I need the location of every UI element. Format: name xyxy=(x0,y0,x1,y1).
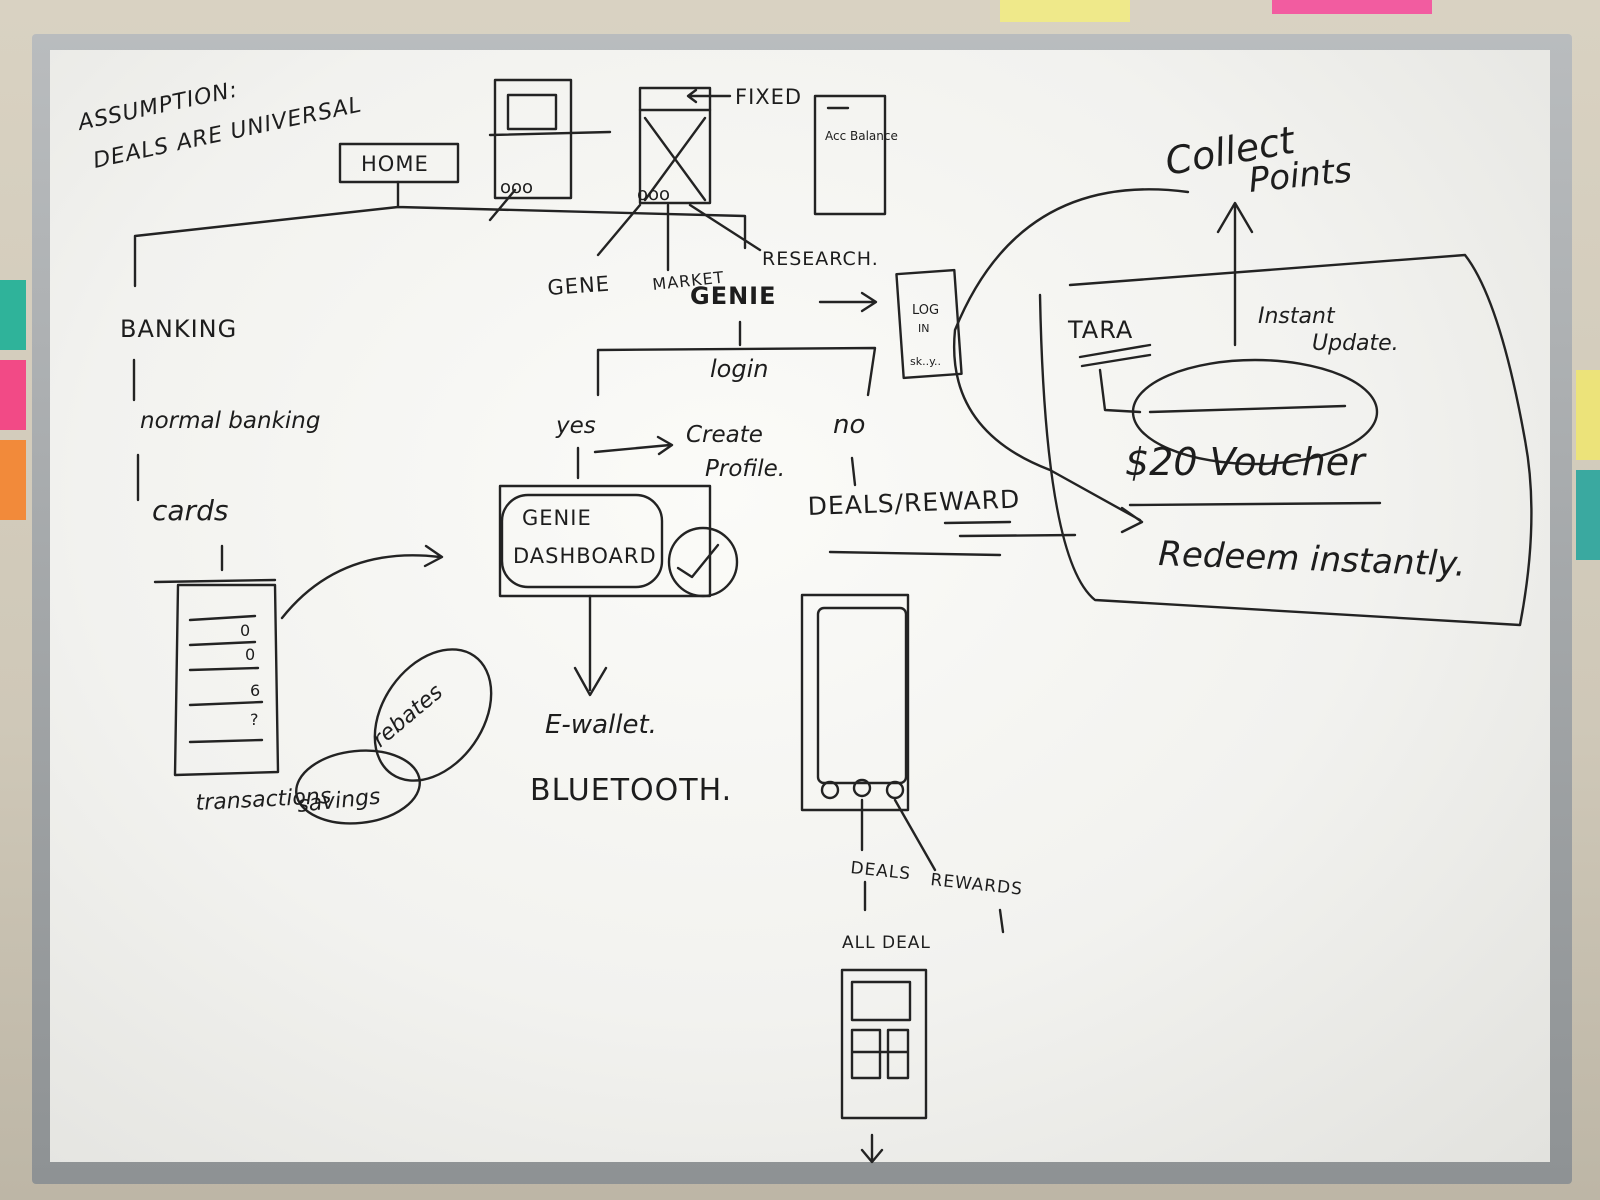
menu-pointer-lines xyxy=(488,188,762,272)
cards-label: cards xyxy=(152,494,228,527)
deals-phone-sketch xyxy=(800,593,910,812)
acc-balance-label: Acc Balance xyxy=(825,129,898,143)
phone-sketch-2-cross xyxy=(638,108,712,202)
phone-sketch-1-screen xyxy=(506,93,558,131)
deals-phone-branches xyxy=(860,798,937,872)
login-phone-text-1: LOG xyxy=(912,303,939,318)
instant-label: Instant xyxy=(1258,304,1336,329)
rewards-label: REWARDS xyxy=(929,870,1023,900)
cards-phone-sketch xyxy=(153,578,280,777)
deals-phone-screen xyxy=(816,606,908,785)
home-tree-lines xyxy=(133,180,747,288)
dashboard-frame xyxy=(498,484,712,598)
cards-list-lines xyxy=(188,614,264,744)
update-label: Update. xyxy=(1312,331,1399,356)
genie-dashboard-label-2: DASHBOARD xyxy=(513,544,657,568)
sticky-note-right-yellow xyxy=(1576,370,1600,460)
cards-to-dashboard-arrow xyxy=(280,544,444,620)
genie-arrow xyxy=(818,291,878,313)
deals-reward-label: DEALS/REWARD xyxy=(807,485,1021,521)
genie-dashboard-label-1: GENIE xyxy=(522,506,592,530)
dashboard-down-arrow xyxy=(573,594,608,697)
card-number-2: 0 xyxy=(245,645,255,664)
check-icon xyxy=(676,543,720,579)
all-deal-label: ALL DEAL xyxy=(842,933,931,953)
redeem-label: Redeem instantly. xyxy=(1158,534,1467,585)
all-deal-down-arrow xyxy=(860,1133,884,1164)
sticky-note-left-pink xyxy=(0,360,26,430)
all-deal-phone-sketch xyxy=(840,968,928,1120)
yes-arrow xyxy=(593,435,674,456)
research-label: RESEARCH. xyxy=(762,248,879,270)
sticky-note-top-pink xyxy=(1272,0,1432,14)
sticky-note-top-yellow xyxy=(1000,0,1130,22)
login-phone-text-3: sk..y.. xyxy=(910,355,941,368)
fixed-label: FIXED xyxy=(735,85,802,109)
card-number-4: ? xyxy=(250,710,259,729)
normal-banking-label: normal banking xyxy=(140,408,320,434)
all-deal-grid xyxy=(850,980,912,1080)
no-label: no xyxy=(833,410,865,440)
tara-label: TARA xyxy=(1067,316,1133,344)
phone-sketch-2 xyxy=(638,86,712,205)
phone-sketch-1 xyxy=(493,78,573,200)
deals-label: DEALS xyxy=(849,858,911,884)
dashboard-check-circle xyxy=(667,526,739,598)
phone-sketch-3 xyxy=(813,94,887,216)
sticky-note-right-teal xyxy=(1576,470,1600,560)
genie-dashboard-box xyxy=(500,493,664,589)
login-phone-text-2: IN xyxy=(918,322,929,335)
phone-sketch-2-nav: ooo xyxy=(637,184,670,205)
scribble-strikethrough xyxy=(1098,368,1347,414)
profile-label: Profile. xyxy=(705,456,785,482)
genie-label: GENIE xyxy=(690,282,777,310)
sticky-note-left-orange xyxy=(0,440,26,520)
banking-label: BANKING xyxy=(120,315,237,343)
voucher-label: $20 Voucher xyxy=(1125,440,1367,484)
phone-sketch-1-nav: ooo xyxy=(500,177,533,198)
tara-underline xyxy=(1078,343,1152,368)
bluetooth-label: BLUETOOTH. xyxy=(530,773,732,808)
login-to-redeem-curve xyxy=(952,188,1190,534)
tara-panel-outline xyxy=(1038,253,1533,627)
card-number-3: 6 xyxy=(250,681,260,700)
rebates-circle xyxy=(373,648,493,782)
ewallet-label: E-wallet. xyxy=(545,710,657,740)
card-number-1: 0 xyxy=(240,621,250,640)
rebates-label: rebates xyxy=(368,680,448,753)
collect-up-arrow xyxy=(1216,201,1254,347)
sticky-note-left-teal xyxy=(0,280,26,350)
create-label: Create xyxy=(686,422,763,448)
gene-label: GENE xyxy=(547,272,611,300)
yes-label: yes xyxy=(555,413,596,439)
home-label: HOME xyxy=(361,152,429,176)
whiteboard-surface xyxy=(50,50,1550,1162)
login-label: login xyxy=(710,355,768,383)
deals-reward-underline xyxy=(828,520,1077,557)
login-tree-lines xyxy=(596,346,877,397)
